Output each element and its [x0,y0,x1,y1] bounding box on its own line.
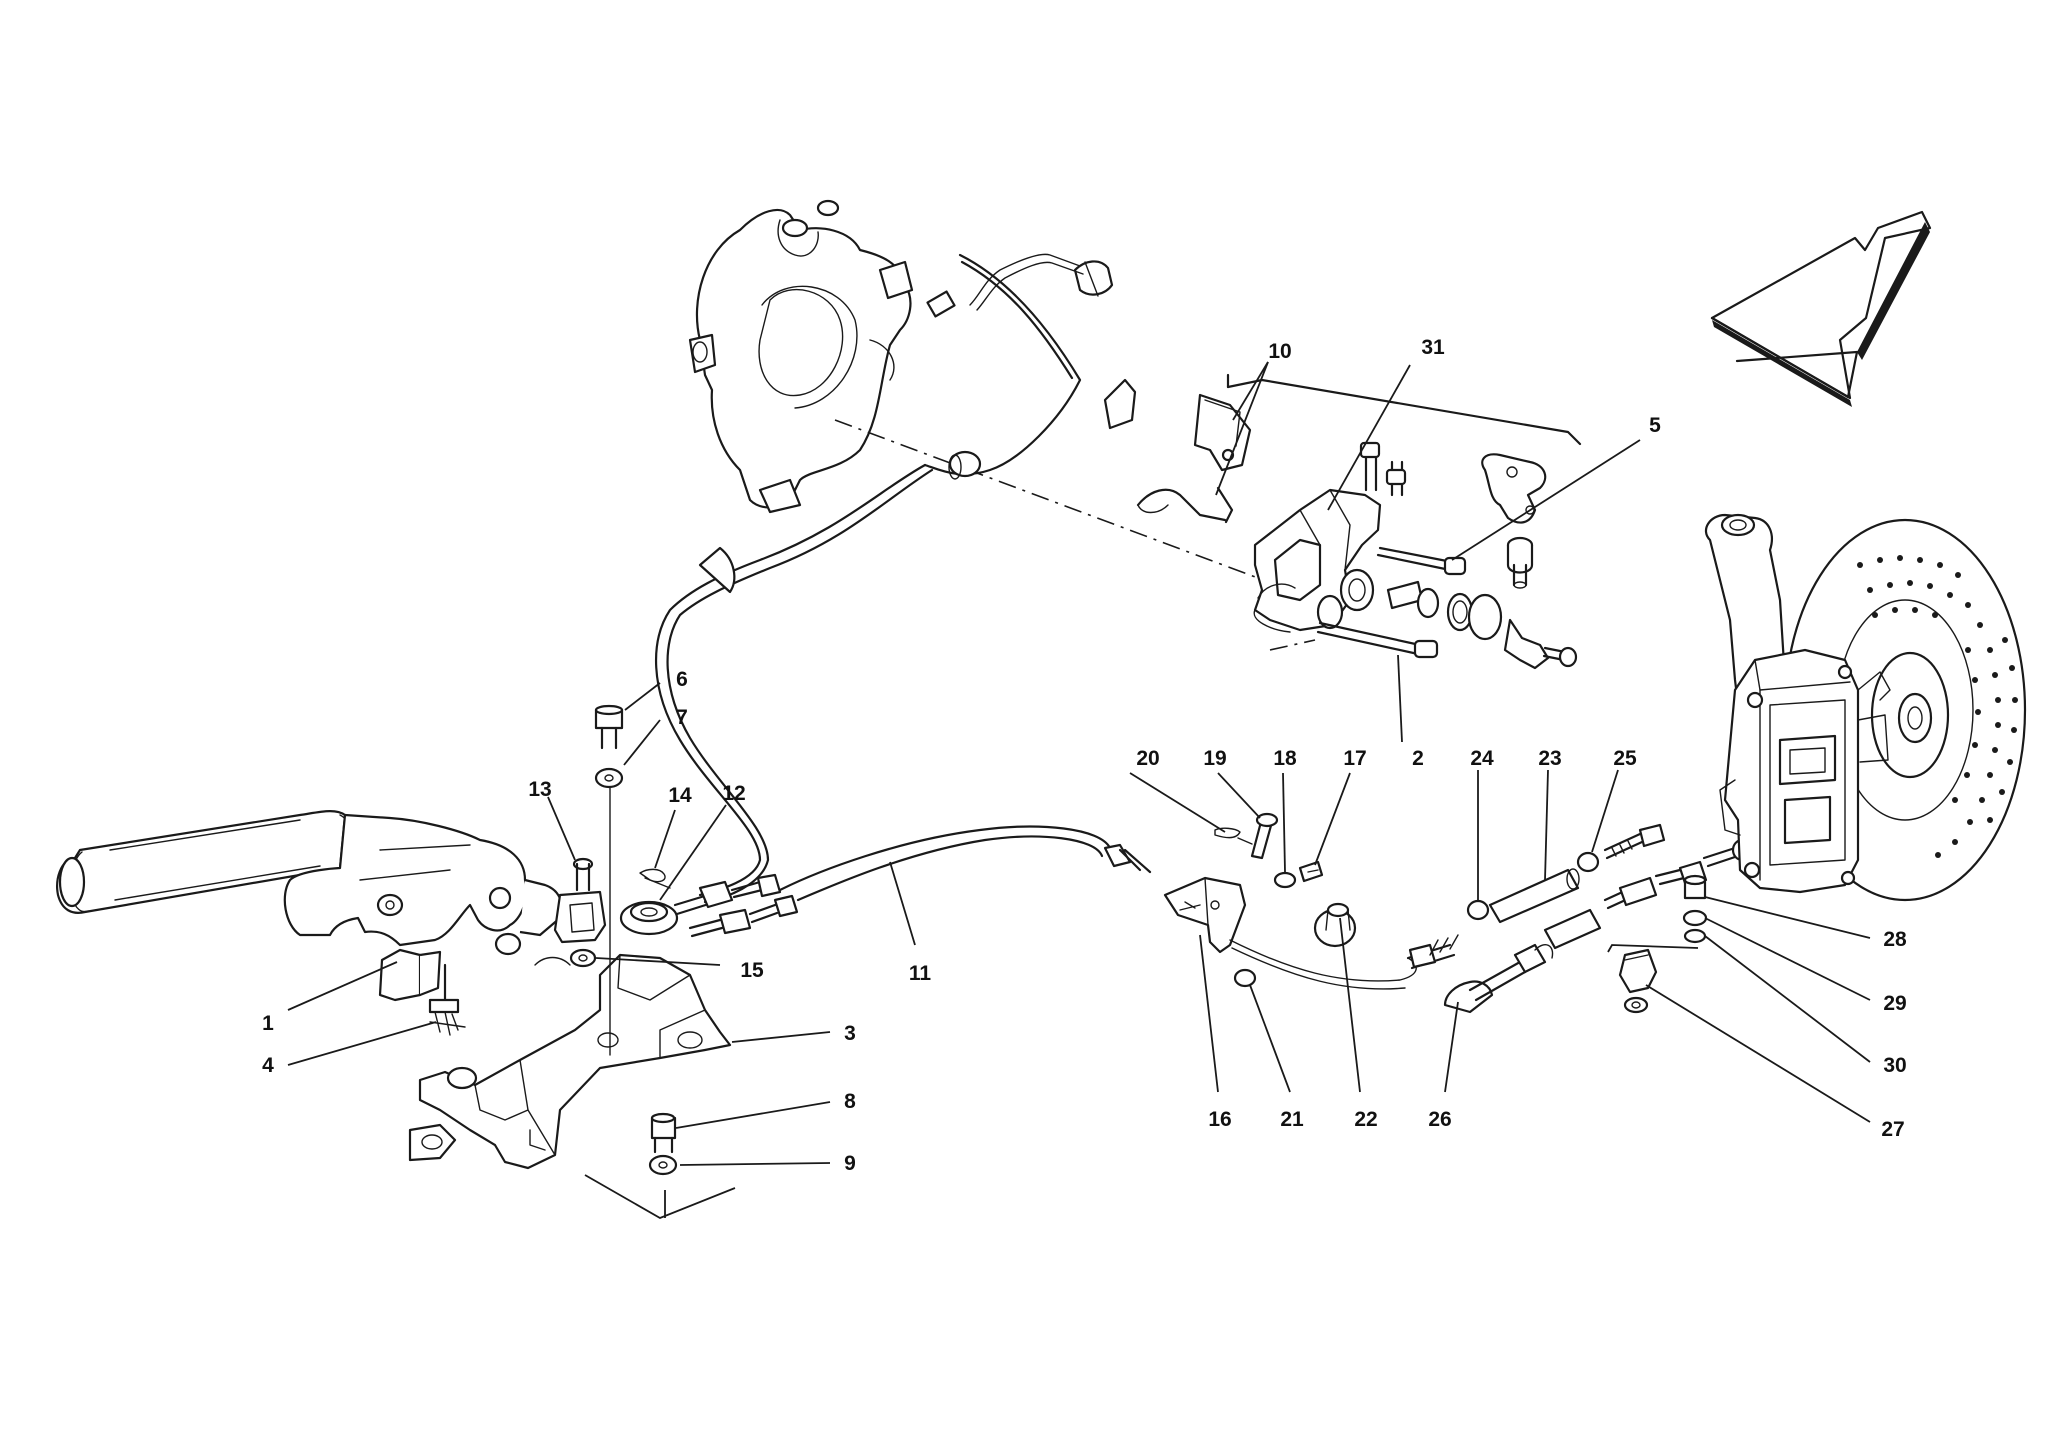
callout-labels: 31 10 5 2 1 4 3 6 7 8 9 11 12 13 14 15 1… [262,336,1907,1175]
callout-19: 19 [1203,747,1226,770]
callout-11: 11 [909,962,932,985]
direction-arrow-icon [1707,210,1932,407]
callout-16: 16 [1208,1108,1231,1131]
callout-25: 25 [1613,747,1637,770]
callout-27: 27 [1881,1118,1904,1141]
callout-8: 8 [844,1090,856,1113]
fasteners-left [553,704,678,1176]
callout-26: 26 [1428,1108,1451,1131]
cable-adjuster [1406,823,1758,1014]
callout-29: 29 [1883,992,1906,1015]
callout-22: 22 [1354,1108,1377,1131]
callout-14: 14 [668,784,692,807]
callout-6: 6 [676,668,688,691]
callout-24: 24 [1470,747,1494,770]
callout-12: 12 [722,782,745,805]
callout-7: 7 [676,706,688,729]
disc-drill-holes [1857,555,2018,858]
callout-3: 3 [844,1022,856,1045]
alignment-line-knuckle [834,419,1291,591]
callout-15: 15 [740,959,764,982]
cable-equalizer [619,873,799,938]
callout-2: 2 [1412,747,1424,770]
callout-21: 21 [1280,1108,1304,1131]
callout-10: 10 [1268,340,1291,363]
callout-28: 28 [1883,928,1907,951]
lever-mounting-bracket [408,953,732,1170]
callout-20: 20 [1136,747,1159,770]
assembly-bracket-31 [1226,378,1582,446]
caliper-assembly [1136,393,1578,670]
callout-18: 18 [1273,747,1297,770]
callout-31: 31 [1421,336,1445,359]
callout-13: 13 [528,778,551,801]
rear-brake-cable [778,825,1152,902]
leader-lines [287,361,1871,1219]
handbrake-lever [56,810,571,1036]
front-brake-cable [654,253,1137,904]
callout-5: 5 [1649,414,1661,437]
callout-9: 9 [844,1152,856,1175]
cable-bracket [1163,812,1417,990]
callout-17: 17 [1343,747,1366,770]
callout-23: 23 [1538,747,1561,770]
callout-1: 1 [262,1012,274,1035]
alignment-line-caliper [1269,639,1316,651]
callout-4: 4 [262,1054,274,1077]
rear-brake-disc [1704,513,2027,902]
callout-30: 30 [1883,1054,1906,1077]
front-knuckle [688,199,914,514]
